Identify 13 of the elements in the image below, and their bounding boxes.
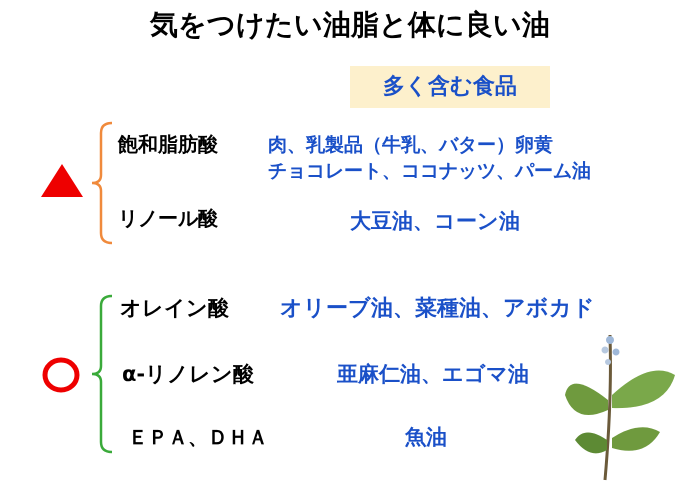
food-list: 亜麻仁油、エゴマ油 — [337, 362, 529, 388]
fatty-acid-name: ＥＰＡ、ＤＨＡ — [128, 425, 268, 449]
header-box: 多く含む食品 — [350, 66, 550, 108]
fatty-acid-name: オレイン酸 — [120, 296, 229, 322]
food-list: オリーブ油、菜種油、アボカド — [280, 296, 595, 322]
fatty-acid-name: α-リノレン酸 — [122, 362, 254, 388]
fatty-acid-name: 飽和脂肪酸 — [118, 132, 218, 156]
title: 気をつけたい油脂と体に良い油 — [148, 8, 551, 42]
fatty-acid-name: リノール酸 — [118, 206, 218, 230]
food-list: チョコレート、ココナッツ、パーム油 — [268, 160, 591, 183]
food-list: 肉、乳製品（牛乳、バター）卵黄 — [268, 134, 553, 157]
food-list: 大豆油、コーン油 — [350, 209, 520, 234]
food-list: 魚油 — [405, 425, 447, 450]
